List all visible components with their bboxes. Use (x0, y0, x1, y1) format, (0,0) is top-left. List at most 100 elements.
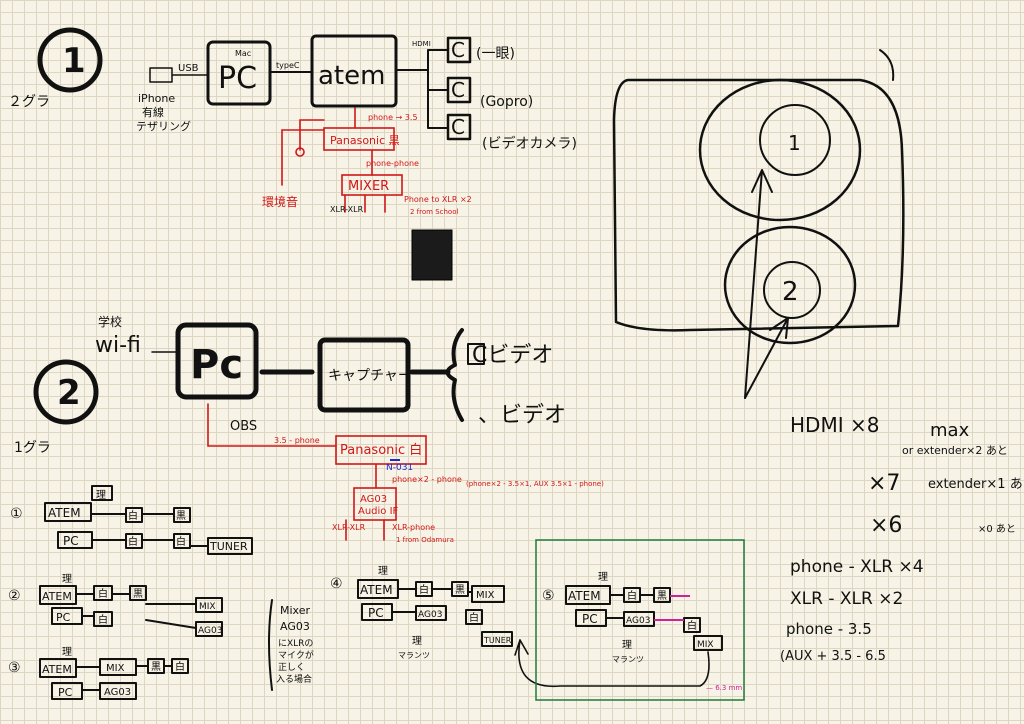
wifi-label: wi-fi (95, 333, 141, 358)
opt4-shiro-2: 白 (469, 611, 479, 624)
option5-highlight-frame (535, 539, 745, 701)
mixer-note-1: Mixer (280, 604, 310, 617)
opt1-num: ① (10, 506, 23, 522)
opt5-ag03: AG03 (626, 616, 650, 626)
opt2-pc: PC (56, 611, 71, 624)
opt5-ri-2: 理 (622, 639, 632, 651)
mixer-photo (411, 229, 453, 281)
xlr-xlr-label-2: XLR-XLR (332, 523, 366, 532)
opt2-shiro-1: 白 (98, 587, 108, 600)
xlr-phone-label: XLR-phone (392, 523, 435, 532)
opt1-atem: ATEM (48, 506, 81, 520)
env-sound-label: 環境音 (262, 194, 298, 209)
field-circle2-label: 2 (782, 277, 799, 307)
field-circle1-label: 1 (788, 131, 801, 155)
camera-box-label-1: C (451, 38, 465, 62)
hdmi-note-3-left: ×7 (868, 471, 900, 496)
opt4-marantz: マランツ (398, 651, 430, 660)
opt2-num: ② (8, 588, 21, 604)
camera-box-label-3: C (451, 115, 465, 139)
opt2-ri: 理 (62, 573, 72, 585)
opt3-num: ③ (8, 660, 21, 676)
phone-35-label: phone → 3.5 (368, 113, 418, 122)
usb-label: USB (178, 63, 199, 74)
camera-label-1: (一眼) (476, 46, 515, 62)
pc-box-2 (175, 322, 259, 400)
opt4-shiro-1: 白 (419, 583, 429, 596)
iphone-sub1: 有線 (142, 105, 164, 119)
hdmi-note-3-right: extender×1 あと (928, 477, 1024, 492)
capture-label: キャプチャー (328, 368, 412, 384)
hdmi-note-1-left: HDMI ×8 (790, 413, 879, 437)
hdmi-note-2-right: or extender×2 あと (902, 444, 1008, 457)
opt5-mix: MIX (697, 640, 714, 650)
camera-box-2 (446, 76, 472, 104)
mixer-label: MIXER (348, 179, 389, 194)
section1-number-circle (37, 27, 103, 93)
iphone-sub2: テザリング (136, 119, 191, 133)
opt3-ag03: AG03 (104, 687, 131, 698)
video1-label: Cビデオ (472, 343, 553, 368)
phone-x2-label: phone×2 - phone (392, 475, 462, 484)
opt5-shiro-1: 白 (627, 589, 637, 602)
opt4-pc: PC (368, 606, 384, 620)
pc-label-1: PC (218, 61, 257, 96)
xlr-xlr-label-1: XLR-XLR (330, 205, 364, 214)
opt5-marantz: マランツ (612, 655, 644, 664)
hdmi-note-4-right: ×0 あと (978, 523, 1016, 535)
opt1-shiro-2: 白 (128, 535, 138, 548)
iphone-shape (149, 67, 173, 83)
opt2-kuro: 黒 (133, 588, 143, 600)
camera-box-label-2: C (451, 78, 465, 102)
cable-note-2: XLR - XLR ×2 (790, 589, 903, 609)
opt5-shiro-2: 白 (687, 619, 697, 632)
obs-label: OBS (230, 419, 257, 434)
from-school-label: 2 from School (410, 208, 458, 216)
iphone-label: iPhone (138, 92, 175, 105)
opt4-mix: MIX (476, 590, 495, 601)
camera-box-3 (446, 113, 472, 141)
opt1-shiro-1: 白 (128, 509, 138, 522)
field-outline (612, 78, 905, 332)
cable-note-4: (AUX + 3.5 - 6.5 (780, 649, 886, 664)
video2-label: 、ビデオ (478, 403, 566, 428)
opt1-tuner: TUNER (209, 540, 248, 553)
opt4-tuner: TUNER (483, 636, 512, 645)
opt5-num: ⑤ (542, 588, 555, 604)
mac-label: Mac (235, 49, 251, 58)
opt5-atem: ATEM (568, 589, 601, 603)
opt3-pc: PC (58, 686, 73, 699)
from-odamura-label: 1 from Odamura (396, 536, 454, 544)
opt2-atem: ATEM (42, 590, 72, 603)
opt4-atem: ATEM (360, 583, 393, 597)
mixer-note-5: 正しく (278, 662, 305, 673)
opt2-ag03: AG03 (198, 626, 222, 636)
mixer-note-2: AG03 (280, 620, 310, 633)
camera-box-1 (446, 36, 472, 64)
opt1-shiro-3: 白 (176, 535, 186, 548)
atem-label-1: atem (318, 61, 385, 91)
opt1-pc: PC (63, 534, 79, 548)
school-label: 学校 (98, 314, 122, 329)
section2-number-circle (33, 359, 99, 425)
pc-label-2: Pc (190, 342, 243, 388)
typec-label: typeC (276, 61, 300, 70)
opt1-ri: 理 (96, 489, 106, 501)
cable-note-1: phone - XLR ×4 (790, 557, 924, 577)
opt3-ri: 理 (62, 646, 72, 658)
hdmi-note-4-left: ×6 (870, 513, 902, 538)
opt5-kuro: 黒 (657, 590, 667, 602)
opt4-ri-2: 理 (412, 635, 422, 647)
opt1-kuro: 黒 (176, 510, 186, 522)
opt3-kuro: 黒 (151, 661, 161, 673)
panasonic-label-2: Panasonic 白 (340, 442, 422, 458)
cable-note-3: phone - 3.5 (786, 620, 872, 638)
hdmi-note-1-right: max (930, 420, 970, 441)
opt2-shiro-2: 白 (98, 613, 108, 626)
hdmi-label: HDMI (412, 40, 431, 48)
model-label: N-031 (386, 463, 413, 473)
audio-if-label: Audio IF (358, 506, 399, 517)
opt4-num: ④ (330, 576, 343, 592)
section1-number: 1 (62, 41, 86, 81)
